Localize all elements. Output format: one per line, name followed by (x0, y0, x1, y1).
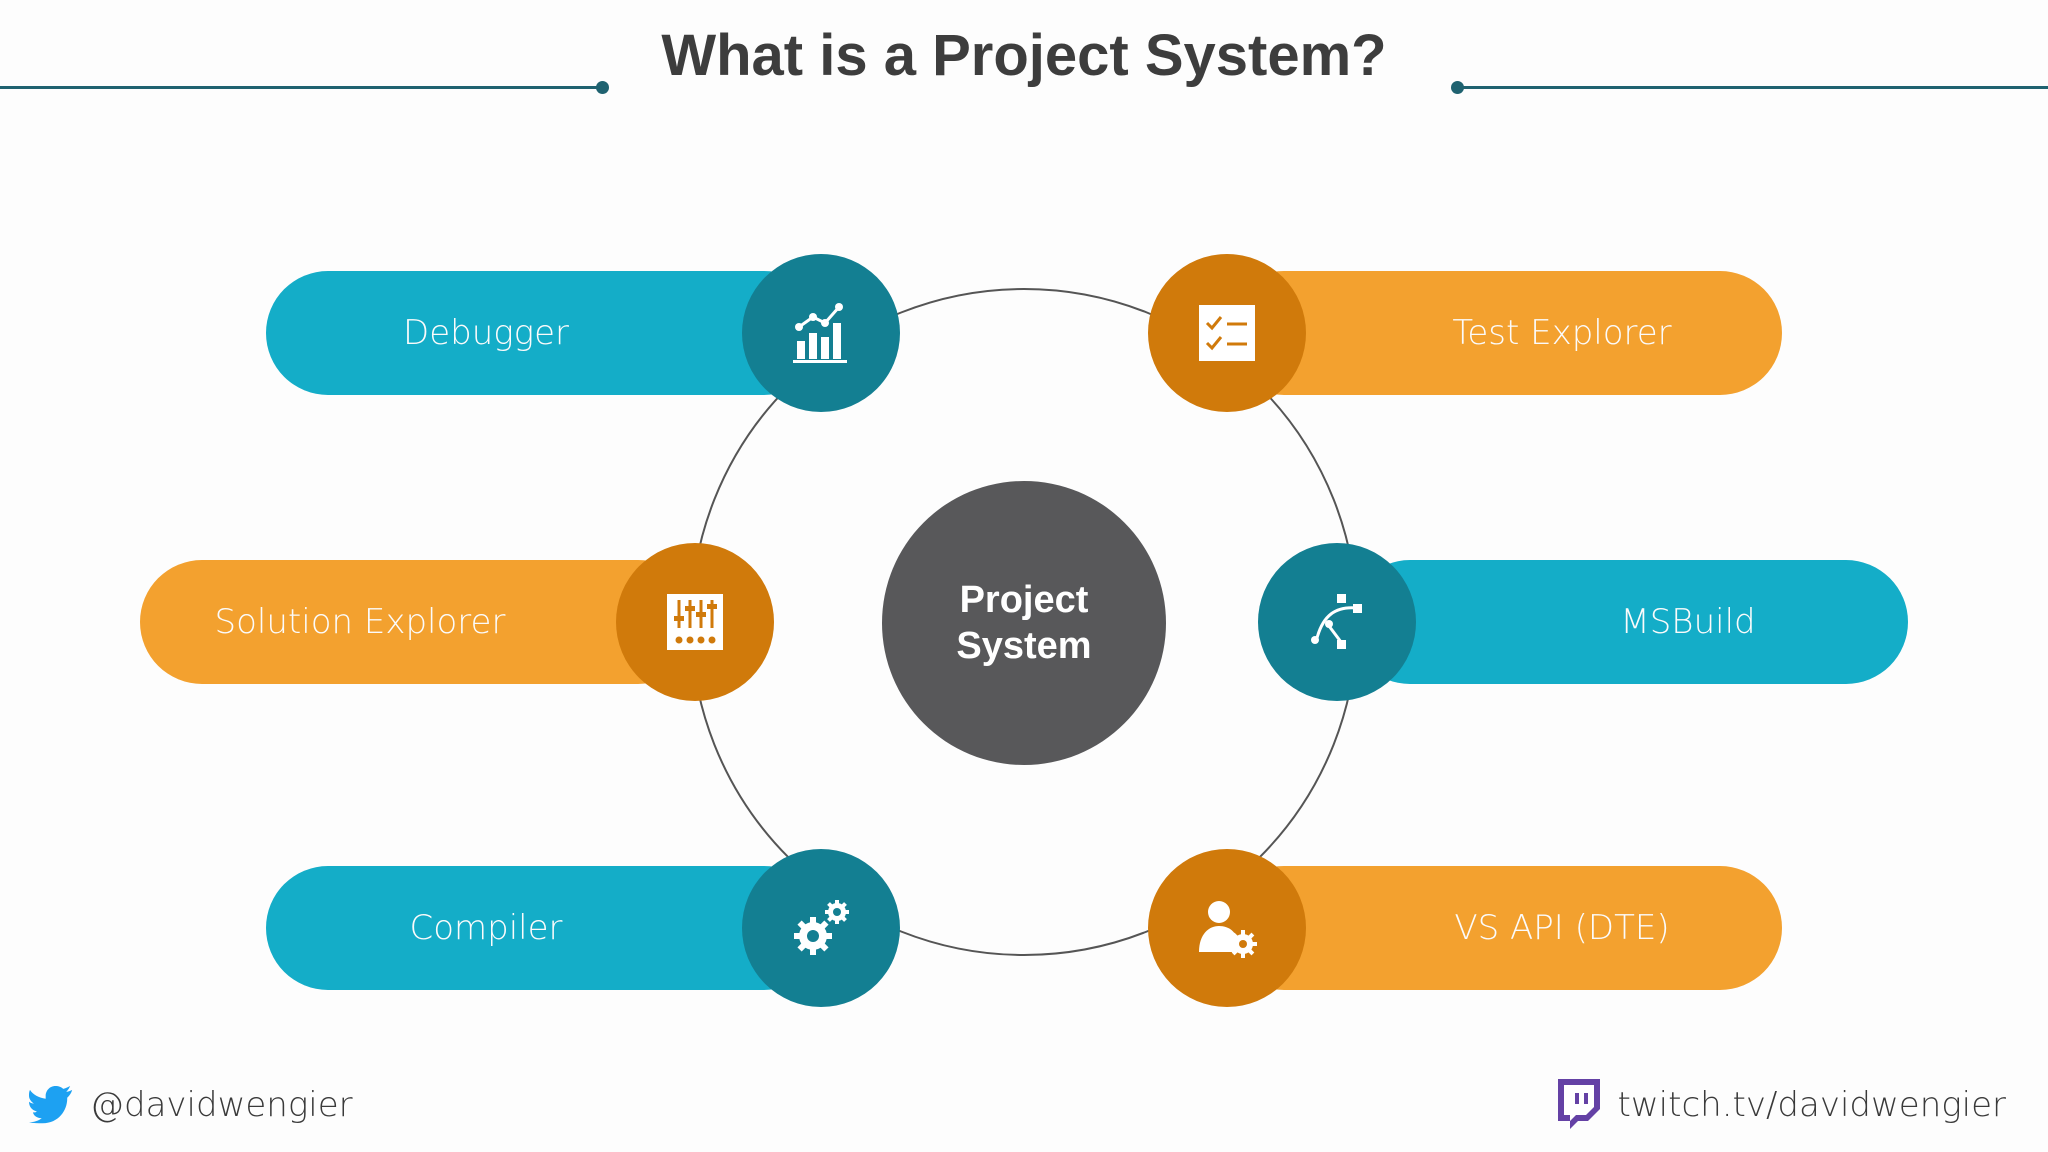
hub-label-line1: Project (959, 579, 1089, 621)
twitch-icon (1557, 1079, 1600, 1129)
solution-explorer-node (616, 543, 774, 701)
page-title: What is a Project System? (661, 23, 1387, 88)
test-explorer-node (1148, 254, 1306, 412)
title-rule-left-dot (596, 81, 609, 94)
twitch-url: twitch.tv/davidwengier (1617, 1085, 2006, 1125)
title-rule-left (0, 86, 602, 89)
compiler-label: Compiler (409, 908, 563, 948)
gears-icon (794, 900, 849, 955)
msbuild-label: MSBuild (1620, 602, 1756, 642)
vs-api-pill: VS API (DTE) (1222, 866, 1782, 990)
compiler-pill: Compiler (266, 866, 826, 990)
checklist-icon (1199, 305, 1255, 361)
project-system-hub: Project System (882, 481, 1166, 765)
user-settings-icon (1199, 901, 1257, 958)
twitter-handle: @davidwengier (90, 1085, 353, 1125)
sliders-icon (667, 594, 723, 650)
debugger-pill: Debugger (266, 271, 826, 395)
test-explorer-label: Test Explorer (1452, 313, 1672, 353)
hub-label-line2: System (956, 625, 1092, 667)
msbuild-node (1258, 543, 1416, 701)
bar-chart-icon (793, 303, 847, 363)
vector-path-icon (1311, 594, 1362, 649)
vs-api-node (1148, 849, 1306, 1007)
test-explorer-pill: Test Explorer (1222, 271, 1782, 395)
twitter-icon (29, 1085, 73, 1124)
vs-api-label: VS API (DTE) (1454, 908, 1670, 948)
debugger-node (742, 254, 900, 412)
solution-explorer-label: Solution Explorer (214, 602, 506, 642)
msbuild-pill: MSBuild (1348, 560, 1908, 684)
solution-explorer-pill: Solution Explorer (140, 560, 700, 684)
compiler-node (742, 849, 900, 1007)
title-rule-right (1457, 86, 2048, 89)
twitter-credit[interactable]: @davidwengier (28, 1080, 353, 1130)
debugger-label: Debugger (403, 313, 569, 353)
twitch-credit[interactable]: twitch.tv/davidwengier (1554, 1079, 2006, 1130)
